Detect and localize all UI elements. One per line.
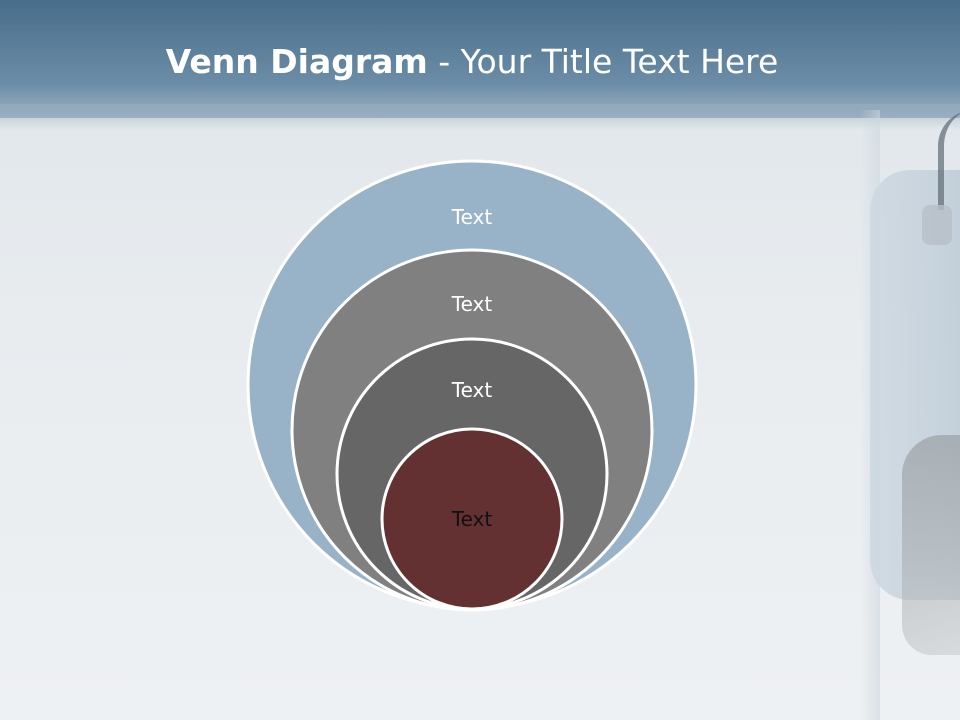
title-banner-fade xyxy=(0,104,960,130)
slide-title-bold: Venn Diagram xyxy=(165,42,428,81)
background-photo xyxy=(860,110,960,720)
slide-title-rest: - Your Title Text Here xyxy=(427,42,779,81)
photo-watch xyxy=(922,205,952,245)
ring-label-third: Text xyxy=(451,378,493,402)
ring-label-outer: Text xyxy=(451,205,493,229)
ring-inner[interactable] xyxy=(380,427,564,611)
photo-headphone-strap xyxy=(938,110,960,210)
ring-label-inner: Text xyxy=(451,507,493,531)
ring-label-second: Text xyxy=(451,292,493,316)
photo-hand xyxy=(902,435,960,655)
slide-title: Venn Diagram - Your Title Text Here xyxy=(0,40,944,84)
title-banner xyxy=(0,0,960,118)
